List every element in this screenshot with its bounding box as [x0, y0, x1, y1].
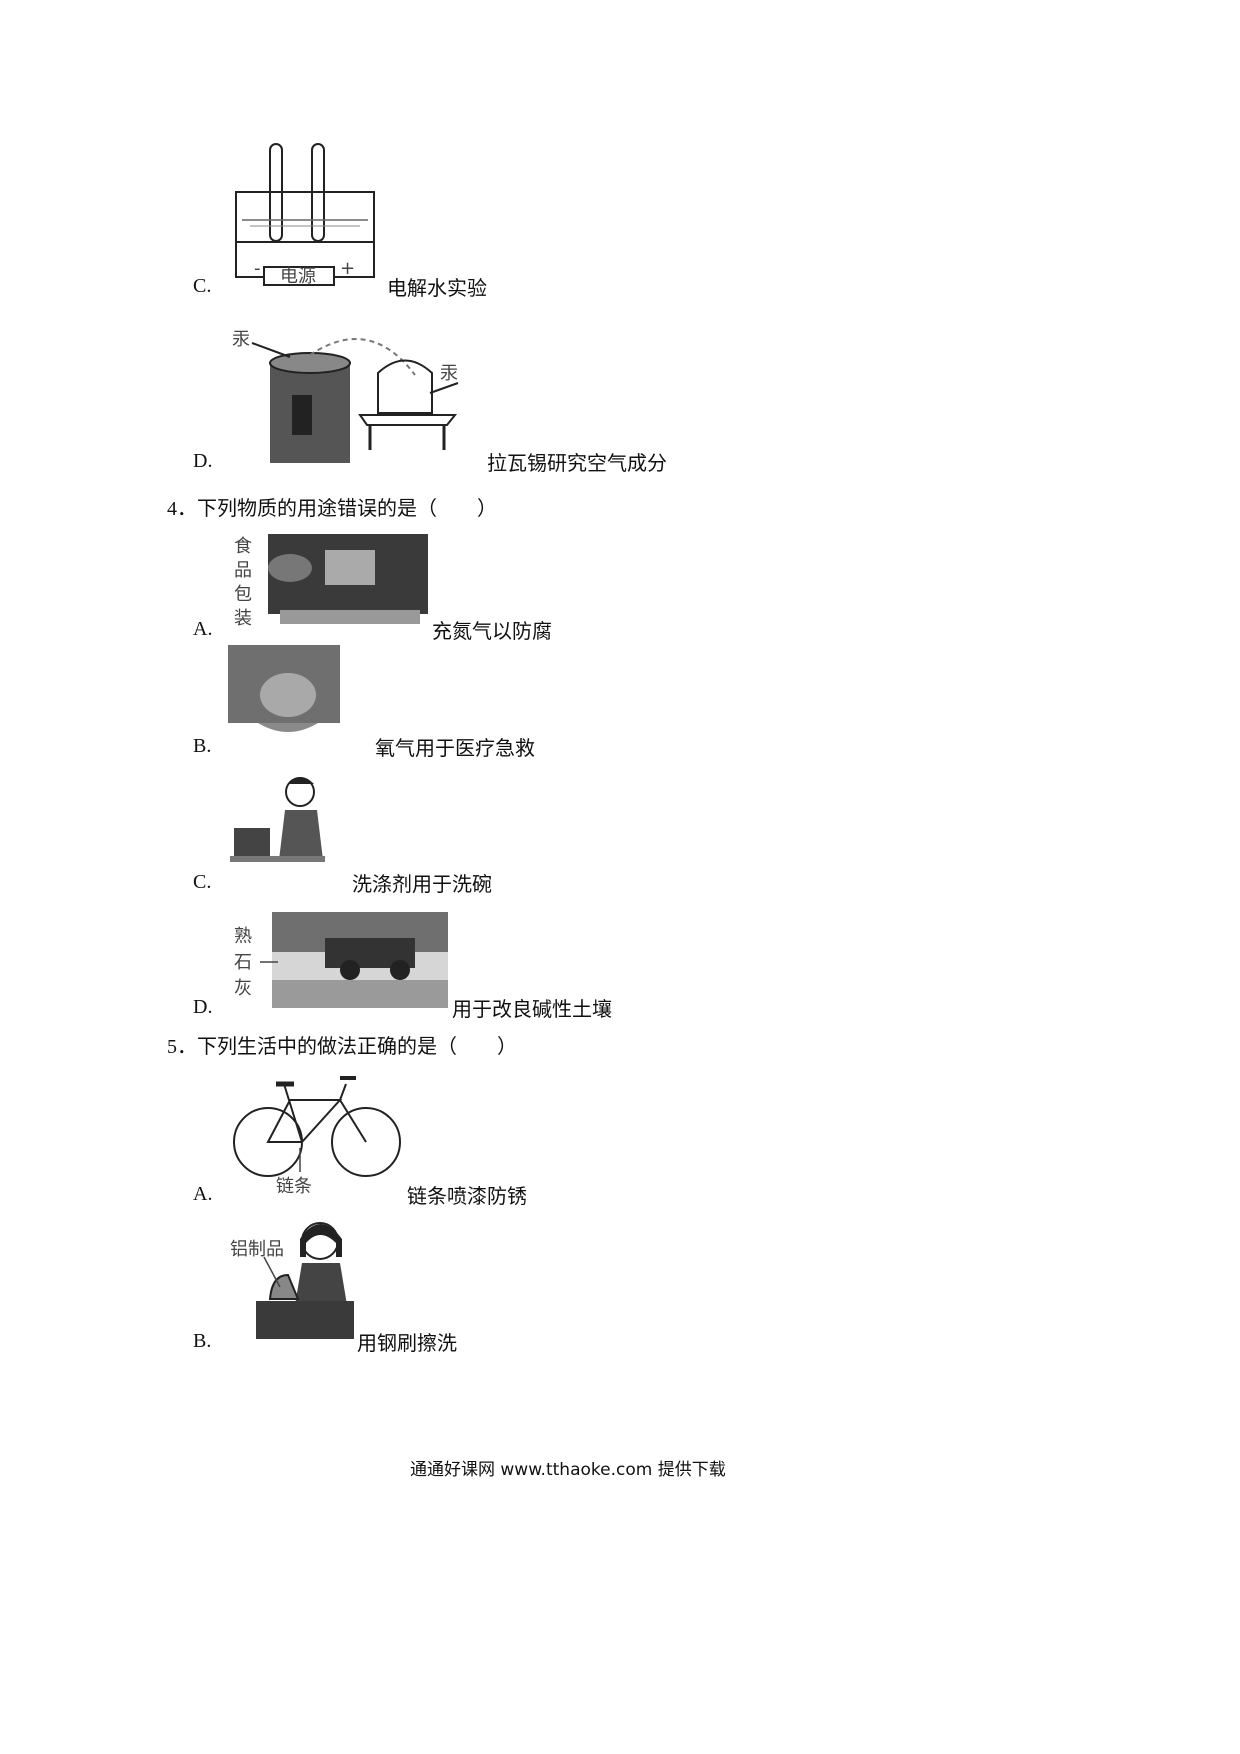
option-letter: B. — [193, 735, 212, 757]
option-caption: 洗涤剂用于洗碗 — [352, 872, 492, 896]
food-label-4: 装 — [234, 608, 252, 628]
question-5-stem: 5．下列生活中的做法正确的是（ ） — [167, 1030, 517, 1059]
power-label: 电源 — [280, 266, 316, 287]
question-number: 5． — [167, 1036, 197, 1058]
option-letter: D. — [193, 450, 213, 472]
food-label-2: 品 — [234, 560, 252, 581]
option-caption: 电解水实验 — [387, 276, 487, 300]
mercury-label-left: 汞 — [232, 329, 250, 350]
oxygen-medical-image — [228, 645, 340, 732]
option-caption: 氧气用于医疗急救 — [375, 736, 535, 760]
bicycle-image: 链条 — [233, 1076, 401, 1197]
question-text: 下列物质的用途错误的是（ ） — [197, 496, 497, 520]
slaked-lime-image: 熟 石 灰 — [234, 912, 448, 1008]
question-text: 下列生活中的做法正确的是（ ） — [197, 1034, 517, 1058]
option-letter: C. — [193, 871, 212, 893]
aluminum-scrubbing-image: 铝制品 — [230, 1222, 354, 1339]
option-letter: C. — [193, 275, 212, 297]
food-label-1: 食 — [234, 536, 252, 557]
option-caption: 链条喷漆防锈 — [407, 1184, 527, 1208]
lavoisier-apparatus-image: 汞 汞 — [232, 329, 459, 463]
option-letter: A. — [193, 618, 213, 640]
option-caption: 拉瓦锡研究空气成分 — [487, 451, 667, 475]
option-caption: 充氮气以防腐 — [432, 619, 552, 643]
question-number: 4． — [167, 498, 197, 520]
question-4-stem: 4．下列物质的用途错误的是（ ） — [167, 492, 497, 521]
lime-label-2: 石 — [234, 952, 252, 973]
option-caption: 用钢刷擦洗 — [357, 1331, 457, 1355]
option-letter: D. — [193, 996, 213, 1018]
option-caption: 用于改良碱性土壤 — [452, 997, 612, 1021]
option-letter: A. — [193, 1183, 213, 1205]
food-label-3: 包 — [234, 584, 252, 605]
minus-sign: - — [254, 258, 261, 279]
chain-label: 链条 — [276, 1176, 312, 1197]
page-footer: 通通好课网 www.tthaoke.com 提供下载 — [410, 1460, 726, 1480]
plus-sign: + — [340, 258, 355, 279]
lime-label-1: 熟 — [234, 926, 252, 947]
electrolysis-apparatus-image: 电源 - + — [235, 143, 375, 287]
food-packaging-image: 食 品 包 装 — [234, 534, 428, 628]
dishwashing-image — [230, 777, 325, 862]
lime-label-3: 灰 — [234, 978, 252, 999]
mercury-label-right: 汞 — [440, 363, 458, 384]
aluminum-label: 铝制品 — [230, 1239, 284, 1260]
option-letter: B. — [193, 1330, 212, 1352]
